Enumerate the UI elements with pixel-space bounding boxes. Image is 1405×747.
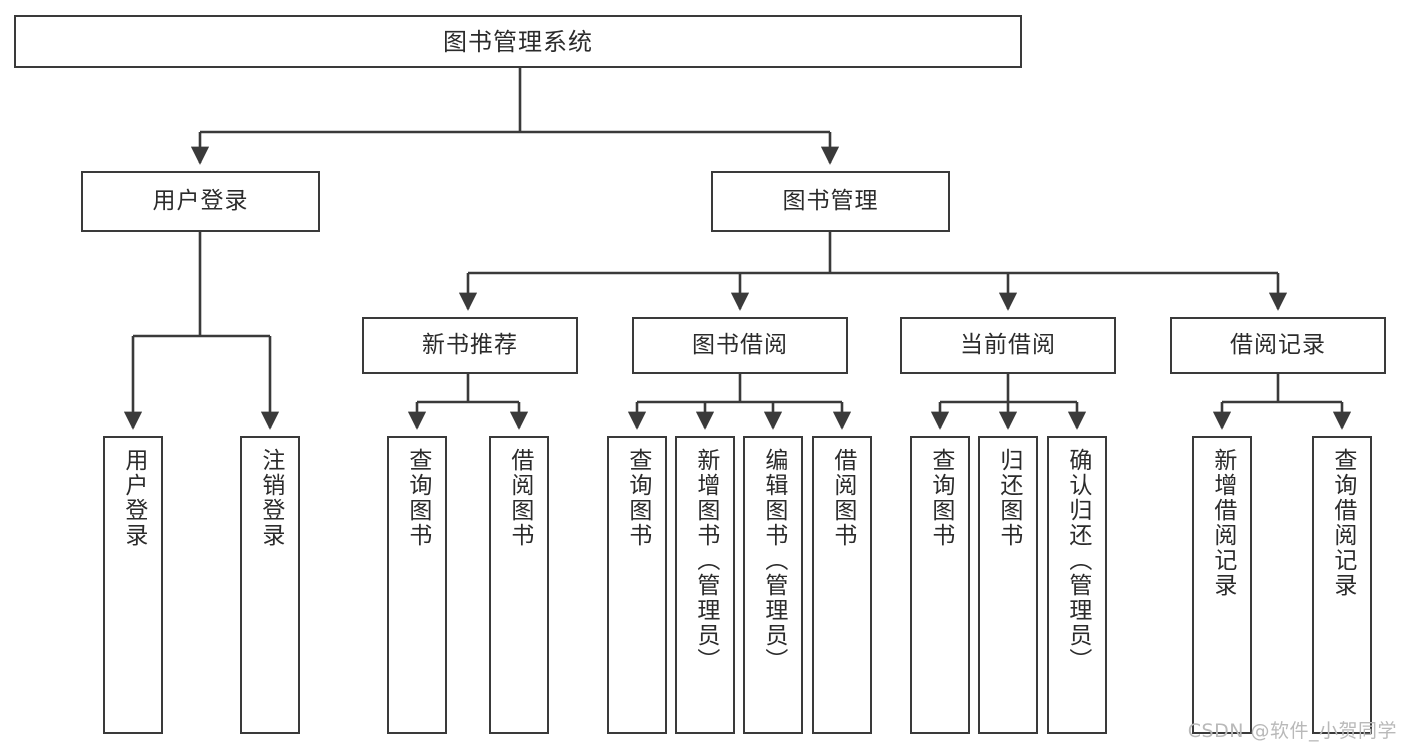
node-label: 借阅图书 [506, 448, 533, 548]
node-leaf-query-book-recommend[interactable]: 查询图书 [387, 436, 447, 734]
node-label: 用户登录 [152, 188, 249, 214]
node-label: 查询图书 [927, 448, 954, 548]
node-borrow-record[interactable]: 借阅记录 [1170, 317, 1386, 374]
node-current-borrow[interactable]: 当前借阅 [900, 317, 1116, 374]
node-label: 新书推荐 [422, 332, 518, 358]
node-leaf-return-book[interactable]: 归还图书 [978, 436, 1038, 734]
node-label: 新增图书（管理员） [692, 448, 719, 673]
node-book-borrow[interactable]: 图书借阅 [632, 317, 848, 374]
watermark-text: CSDN @软件_小贺同学 [1187, 720, 1397, 742]
node-label: 图书借阅 [692, 332, 788, 358]
node-label: 查询图书 [404, 448, 431, 548]
node-leaf-query-book-current[interactable]: 查询图书 [910, 436, 970, 734]
node-leaf-add-borrow-record[interactable]: 新增借阅记录 [1192, 436, 1252, 734]
node-leaf-query-borrow-record[interactable]: 查询借阅记录 [1312, 436, 1372, 734]
node-leaf-confirm-return-admin[interactable]: 确认归还（管理员） [1047, 436, 1107, 734]
node-leaf-borrow-book[interactable]: 借阅图书 [812, 436, 872, 734]
node-label: 查询借阅记录 [1329, 448, 1356, 598]
node-label: 图书管理系统 [443, 27, 593, 56]
node-label: 确认归还（管理员） [1064, 448, 1091, 673]
node-label: 借阅图书 [829, 448, 856, 548]
node-label: 查询图书 [624, 448, 651, 548]
node-label: 当前借阅 [960, 332, 1056, 358]
node-book-management[interactable]: 图书管理 [711, 171, 950, 232]
node-label: 注销登录 [257, 448, 284, 548]
node-label: 用户登录 [120, 448, 147, 548]
node-label: 归还图书 [995, 448, 1022, 548]
node-leaf-add-book-admin[interactable]: 新增图书（管理员） [675, 436, 735, 734]
node-leaf-query-book-borrow[interactable]: 查询图书 [607, 436, 667, 734]
node-label: 图书管理 [782, 188, 879, 214]
node-user-login[interactable]: 用户登录 [81, 171, 320, 232]
node-new-book-recommend[interactable]: 新书推荐 [362, 317, 578, 374]
node-leaf-edit-book-admin[interactable]: 编辑图书（管理员） [743, 436, 803, 734]
node-leaf-user-login[interactable]: 用户登录 [103, 436, 163, 734]
node-label: 编辑图书（管理员） [760, 448, 787, 673]
node-root-book-management-system[interactable]: 图书管理系统 [14, 15, 1022, 68]
node-leaf-logout-login[interactable]: 注销登录 [240, 436, 300, 734]
node-label: 新增借阅记录 [1209, 448, 1236, 598]
node-label: 借阅记录 [1230, 332, 1326, 358]
node-leaf-borrow-book-recommend[interactable]: 借阅图书 [489, 436, 549, 734]
